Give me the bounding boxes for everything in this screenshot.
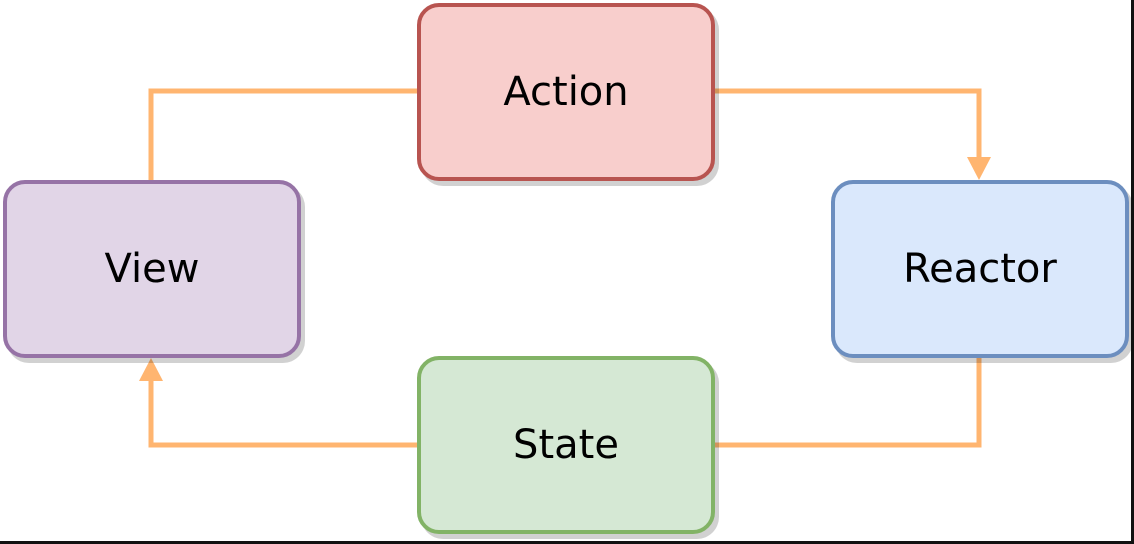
arrowhead-reactor [967, 157, 991, 180]
edge-view-to-action [148, 88, 417, 180]
view-node: View [3, 180, 301, 358]
state-node: State [417, 356, 715, 534]
view-label: View [104, 246, 200, 292]
reactor-label: Reactor [903, 246, 1057, 292]
frame-border-bottom [0, 541, 1134, 544]
action-label: Action [503, 69, 629, 115]
reactor-node: Reactor [831, 180, 1129, 358]
arrowhead-view [139, 358, 163, 381]
edge-action-to-reactor [715, 88, 982, 160]
edge-reactor-to-state [715, 358, 982, 448]
state-label: State [513, 422, 619, 468]
edge-state-to-view [148, 380, 417, 448]
frame-border-right [1131, 0, 1134, 544]
action-node: Action [417, 3, 715, 181]
